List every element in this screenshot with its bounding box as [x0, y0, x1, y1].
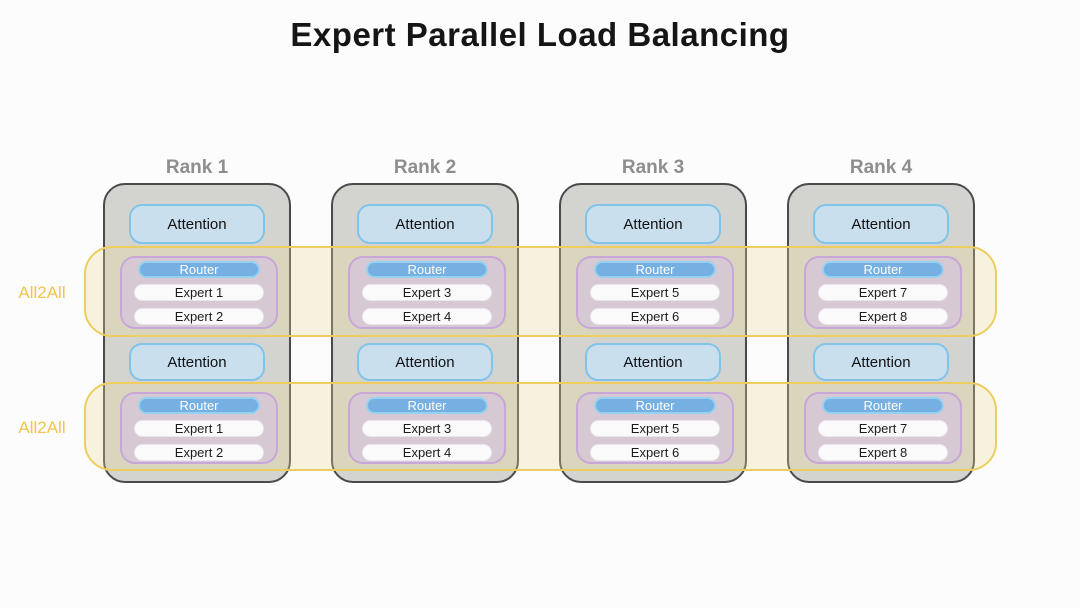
router-block: Router [138, 397, 260, 414]
attention-block: Attention [813, 343, 949, 381]
expert-block: Expert 7 [818, 284, 948, 301]
router-block: Router [366, 397, 488, 414]
attention-block: Attention [129, 204, 265, 244]
rank-3-label: Rank 3 [621, 157, 685, 178]
attention-block: Attention [357, 343, 493, 381]
expert-block: Expert 4 [362, 308, 492, 325]
rank-1-box: Attention Router Expert 1 Expert 2 Atten… [103, 183, 291, 483]
expert-block: Expert 2 [134, 308, 264, 325]
expert-block: Expert 5 [590, 420, 720, 437]
attention-block: Attention [585, 204, 721, 244]
attention-block: Attention [585, 343, 721, 381]
expert-block: Expert 8 [818, 308, 948, 325]
expert-block: Expert 1 [134, 420, 264, 437]
rank-4-label: Rank 4 [849, 157, 913, 178]
rank-1-label: Rank 1 [165, 157, 229, 178]
expert-block: Expert 6 [590, 444, 720, 461]
expert-block: Expert 1 [134, 284, 264, 301]
all2all-label-lower: All2All [18, 418, 66, 437]
expert-block: Expert 3 [362, 284, 492, 301]
expert-group: Router Expert 3 Expert 4 [348, 392, 506, 464]
router-block: Router [594, 397, 716, 414]
expert-group: Router Expert 5 Expert 6 [576, 392, 734, 464]
expert-block: Expert 5 [590, 284, 720, 301]
expert-group: Router Expert 7 Expert 8 [804, 392, 962, 464]
diagram-title: Expert Parallel Load Balancing [290, 16, 790, 53]
router-block: Router [366, 261, 488, 278]
expert-group: Router Expert 1 Expert 2 [120, 392, 278, 464]
router-block: Router [138, 261, 260, 278]
attention-block: Attention [129, 343, 265, 381]
expert-block: Expert 2 [134, 444, 264, 461]
rank-2-label: Rank 2 [393, 157, 457, 178]
router-block: Router [822, 261, 944, 278]
all2all-label-upper: All2All [18, 283, 66, 302]
attention-block: Attention [357, 204, 493, 244]
expert-block: Expert 4 [362, 444, 492, 461]
router-block: Router [822, 397, 944, 414]
expert-block: Expert 3 [362, 420, 492, 437]
expert-group: Router Expert 7 Expert 8 [804, 256, 962, 329]
rank-3-box: Attention Router Expert 5 Expert 6 Atten… [559, 183, 747, 483]
rank-4-box: Attention Router Expert 7 Expert 8 Atten… [787, 183, 975, 483]
expert-group: Router Expert 5 Expert 6 [576, 256, 734, 329]
expert-block: Expert 7 [818, 420, 948, 437]
rank-2-box: Attention Router Expert 3 Expert 4 Atten… [331, 183, 519, 483]
expert-block: Expert 8 [818, 444, 948, 461]
expert-group: Router Expert 3 Expert 4 [348, 256, 506, 329]
attention-block: Attention [813, 204, 949, 244]
expert-group: Router Expert 1 Expert 2 [120, 256, 278, 329]
expert-block: Expert 6 [590, 308, 720, 325]
router-block: Router [594, 261, 716, 278]
